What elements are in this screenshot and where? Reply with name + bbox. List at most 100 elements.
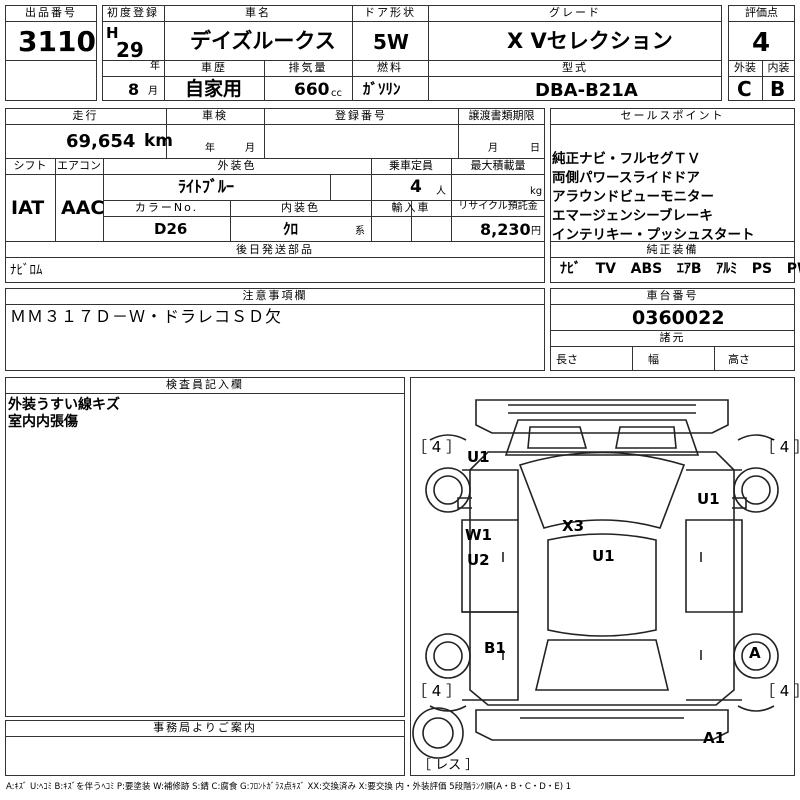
mileage-label: 走行 — [72, 109, 99, 122]
equipment-item: ｴｱB — [676, 261, 702, 277]
dims-label: 諸元 — [659, 331, 686, 344]
damage-mark: U1 — [467, 448, 490, 466]
later-parts: ﾅﾋﾞﾛﾑ — [10, 263, 43, 278]
damage-mark: W1 — [465, 526, 492, 544]
tire-tread-fr: ［ 4 ］ — [760, 438, 800, 456]
color-no-label: カラーNo. — [134, 201, 199, 214]
door-type: 5W — [373, 30, 409, 54]
equipment-item: PS — [751, 261, 773, 277]
shift: IAT — [11, 197, 45, 219]
exterior-grade: C — [737, 77, 752, 101]
int-color-unit: 系 — [355, 226, 365, 237]
equipment-item: ｱﾙﾐ — [716, 261, 738, 277]
inspector-note: 外装うすい線キズ — [8, 397, 120, 413]
later-parts-label: 後日発送部品 — [236, 243, 314, 256]
spare-tire: ［ レス ］ — [418, 758, 479, 773]
width-label: 幅 — [648, 353, 659, 366]
insp-year-unit: 年 — [205, 143, 215, 154]
chassis-label: 車台番号 — [646, 289, 699, 302]
damage-mark: A1 — [703, 729, 726, 747]
damage-mark: U1 — [592, 547, 615, 565]
shift-label: シフト — [13, 159, 47, 172]
lot-label: 出品番号 — [25, 6, 77, 19]
equipment-item: PW — [786, 261, 800, 277]
equipment-item: TV — [595, 261, 617, 277]
mileage: 69,654 — [66, 131, 136, 152]
damage-mark: U2 — [467, 551, 490, 569]
car-name: デイズルークス — [190, 29, 336, 53]
ext-color-label: 外装色 — [217, 159, 257, 172]
recycle-unit: 円 — [531, 226, 541, 237]
tire-tread-fl: ［ 4 ］ — [412, 438, 462, 456]
capacity-unit: 人 — [436, 186, 446, 197]
month-unit: 月 — [148, 86, 158, 97]
era: H — [106, 24, 119, 42]
length-label: 長さ — [556, 353, 578, 366]
fuel: ｶﾞｿﾘﾝ — [363, 80, 401, 98]
height-label: 高さ — [728, 353, 750, 366]
sales-line: 両側パワースライドドア — [552, 170, 700, 186]
inspector-notes: 外装うすい線キズ 室内内張傷 — [8, 397, 120, 431]
car-name-label: 車名 — [245, 6, 271, 19]
vehicle-info-table — [102, 5, 722, 101]
history: 自家用 — [185, 78, 243, 100]
chassis-number: 0360022 — [632, 307, 725, 329]
office-label: 事務局よりご案内 — [153, 721, 257, 734]
color-no: D26 — [154, 220, 188, 238]
displacement: 660 — [294, 80, 330, 100]
inspection-label: 車検 — [202, 109, 228, 122]
inspector-note: 室内内張傷 — [8, 414, 78, 430]
year-unit: 年 — [150, 61, 160, 72]
inspector-label: 検査員記入欄 — [166, 378, 244, 391]
exterior-label: 外装 — [734, 61, 756, 74]
capacity: 4 — [410, 177, 422, 197]
capacity-label: 乗車定員 — [389, 159, 433, 172]
sales-point-label: セールスポイント — [620, 109, 725, 122]
reg-month: 8 — [128, 80, 140, 99]
insp-month-unit: 月 — [245, 143, 255, 154]
mileage-unit: km — [144, 131, 174, 151]
model-code: DBA-B21A — [535, 80, 638, 101]
import-label: 輸入車 — [391, 201, 431, 214]
air-conditioner: AAC — [61, 197, 105, 219]
equipment-label: 純正装備 — [646, 243, 699, 256]
fuel-label: 燃料 — [377, 61, 403, 74]
tire-tread-rl: ［ 4 ］ — [412, 682, 462, 700]
score-table — [728, 5, 795, 101]
displacement-label: 排気量 — [288, 61, 328, 74]
handover-day-unit: 日 — [530, 143, 540, 154]
sales-line: アラウンドビューモニター — [552, 189, 714, 205]
ac-label: エアコン — [57, 159, 101, 172]
model-label: 型式 — [562, 61, 588, 74]
reg-year: 29 — [116, 38, 144, 62]
legend: A:ｷｽﾞ U:ﾍｺﾐ B:ｷｽﾞを伴うﾍｺﾐ P:要塗装 W:補修跡 S:錆 … — [6, 782, 572, 792]
damage-mark: X3 — [562, 517, 585, 535]
sales-point-lines: 純正ナビ・フルセグＴＶ 両側パワースライドドア アラウンドビューモニター エマー… — [552, 150, 755, 245]
payload-label: 最大積載量 — [470, 159, 526, 172]
payload-unit: kg — [530, 186, 543, 197]
history-label: 車歴 — [201, 61, 227, 74]
lot-cell — [5, 5, 97, 101]
int-color: ｸﾛ — [283, 220, 299, 238]
interior-grade: B — [770, 77, 786, 101]
damage-mark: A — [749, 644, 761, 662]
notes-text: ＭＭ３１７Ｄ－Ｗ・ドラレコＳＤ欠 — [10, 307, 283, 326]
notes-label: 注意事項欄 — [242, 289, 308, 302]
handover-label: 譲渡書類期限 — [468, 109, 535, 122]
door-label: ドア形状 — [364, 6, 416, 19]
equipment-list: ﾅﾋﾞ TV ABS ｴｱB ｱﾙﾐ PS PW — [560, 262, 800, 276]
grade: X Vセレクション — [507, 29, 673, 53]
sales-line: 純正ナビ・フルセグＴＶ — [552, 151, 701, 167]
grade-label: グレード — [549, 6, 601, 19]
equipment-item: ABS — [630, 261, 663, 277]
int-color-label: 内装色 — [281, 201, 320, 214]
lot-number: 3110 — [18, 25, 96, 58]
damage-mark: U1 — [697, 490, 720, 508]
tire-tread-rr: ［ 4 ］ — [760, 682, 800, 700]
score: 4 — [752, 28, 771, 58]
equipment-item: ﾅﾋﾞ — [560, 261, 581, 277]
score-label: 評価点 — [745, 6, 778, 19]
recycle-fee: 8,230 — [480, 220, 531, 239]
ext-color: ﾗｲﾄﾌﾞﾙｰ — [178, 177, 235, 196]
